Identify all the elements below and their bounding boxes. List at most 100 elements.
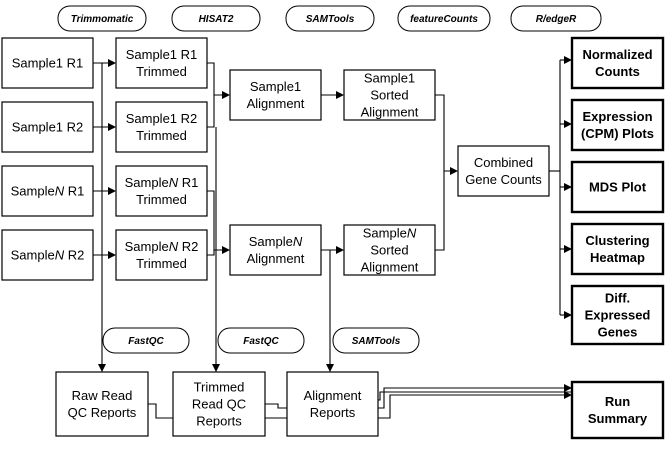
node-tnr2: SampleN R2 Trimmed [115, 229, 208, 281]
node-box [570, 160, 665, 214]
node-box [115, 165, 208, 217]
node-box [229, 224, 322, 276]
node-box [1, 101, 94, 153]
node-snr1: SampleN R1 [1, 165, 94, 217]
node-box [457, 145, 550, 197]
node-label-line: SampleN R1 [125, 175, 199, 190]
tool-pill [285, 5, 375, 32]
node-label-line: Expressed [585, 308, 651, 323]
node-label-line: SampleN [249, 234, 303, 249]
flow-arrow [148, 391, 572, 419]
tool-fastqc-1: FastQC [102, 327, 190, 354]
flow-connectors [93, 56, 572, 419]
node-label-line: (CPM) Plots [581, 126, 654, 141]
node-label-line: Clustering [585, 233, 649, 248]
tool-label: featureCounts [410, 14, 478, 25]
flow-arrow [207, 190, 230, 254]
node-box [115, 37, 208, 89]
tool-hisat2: HISAT2 [171, 5, 261, 32]
node-label-line: Sample1 R2 [12, 120, 84, 135]
node-label-line: Alignment [361, 260, 419, 275]
node-label-line: Expression [582, 109, 652, 124]
node-label-line: SampleN R2 [125, 239, 199, 254]
node-label-line: Trimmed [136, 128, 187, 143]
node-box [1, 165, 94, 217]
node-t1r2: Sample1 R2 Trimmed [115, 101, 208, 153]
node-label-line: Summary [588, 411, 648, 426]
node-box [115, 229, 208, 281]
node-label-line: Sample1 R2 [126, 111, 198, 126]
tool-featurecounts: featureCounts [397, 5, 491, 32]
tool-label: R/edgeR [536, 14, 577, 25]
flow-arrow [207, 62, 230, 99]
node-label-line: SampleN R1 [11, 184, 85, 199]
tool-samtools-top: SAMTools [285, 5, 375, 32]
node-label-line: Sorted [370, 243, 408, 258]
flow-connector [207, 250, 215, 256]
node-label-line: Normalized [582, 47, 652, 62]
tool-r-edger: R/edgeR [510, 5, 602, 32]
node-box [570, 284, 665, 346]
node-label-line: Sample1 R1 [12, 56, 84, 71]
tool-trimmomatic: Trimmomatic [57, 5, 147, 32]
tool-pill [102, 327, 190, 354]
flow-connector [378, 391, 571, 401]
tool-label: SAMTools [352, 336, 401, 347]
node-box [570, 98, 665, 152]
node-box [172, 371, 266, 437]
node-label-line: Run [605, 394, 630, 409]
node-label-line: Read QC [192, 397, 246, 412]
node-label-line: Counts [595, 64, 640, 79]
node-label-line: Trimmed [136, 256, 187, 271]
tool-label: HISAT2 [199, 14, 234, 25]
tool-label: FastQC [243, 336, 279, 347]
node-label-line: Sample1 R1 [126, 47, 198, 62]
node-s1r2: Sample1 R2 [1, 101, 94, 153]
node-label-line: Alignment [247, 96, 305, 111]
tool-label: FastQC [128, 336, 164, 347]
node-label-line: Reports [196, 414, 242, 429]
node-label-line: QC Reports [68, 405, 137, 420]
node-label-line: Combined [474, 155, 533, 170]
node-box [343, 224, 436, 276]
node-label-line: Heatmap [590, 250, 645, 265]
node-rawqc: Raw Read QC Reports [55, 371, 149, 437]
node-label-line: Sample1 [250, 79, 301, 94]
tool-pill [171, 5, 261, 32]
node-box [570, 36, 665, 90]
node-label-line: Alignment [361, 105, 419, 120]
tool-pill [397, 5, 491, 32]
node-tnr1: SampleN R1 Trimmed [115, 165, 208, 217]
tool-pill [57, 5, 147, 32]
node-box [115, 101, 208, 153]
node-s1r1: Sample1 R1 [1, 37, 94, 89]
node-label-line: Raw Read [72, 388, 133, 403]
node-snr2: SampleN R2 [1, 229, 94, 281]
node-label-line: Trimmed [194, 380, 245, 395]
tool-pill [332, 327, 420, 354]
node-label-line: Genes [598, 325, 638, 340]
tool-pill [510, 5, 602, 32]
node-label-line: Gene Counts [465, 172, 542, 187]
node-label-line: Alignment [304, 388, 362, 403]
node-box [229, 69, 322, 121]
node-cpm: Expression (CPM) Plots [570, 98, 665, 152]
node-label-line: Trimmed [136, 64, 187, 79]
node-box [1, 229, 94, 281]
node-box [286, 371, 379, 437]
tool-label: SAMTools [306, 14, 355, 25]
node-label-line: Sample1 [364, 71, 415, 86]
tool-label: Trimmomatic [71, 14, 134, 25]
node-label-line: Diff. [605, 291, 630, 306]
flow-arrow [435, 94, 458, 175]
node-label-line: Trimmed [136, 192, 187, 207]
